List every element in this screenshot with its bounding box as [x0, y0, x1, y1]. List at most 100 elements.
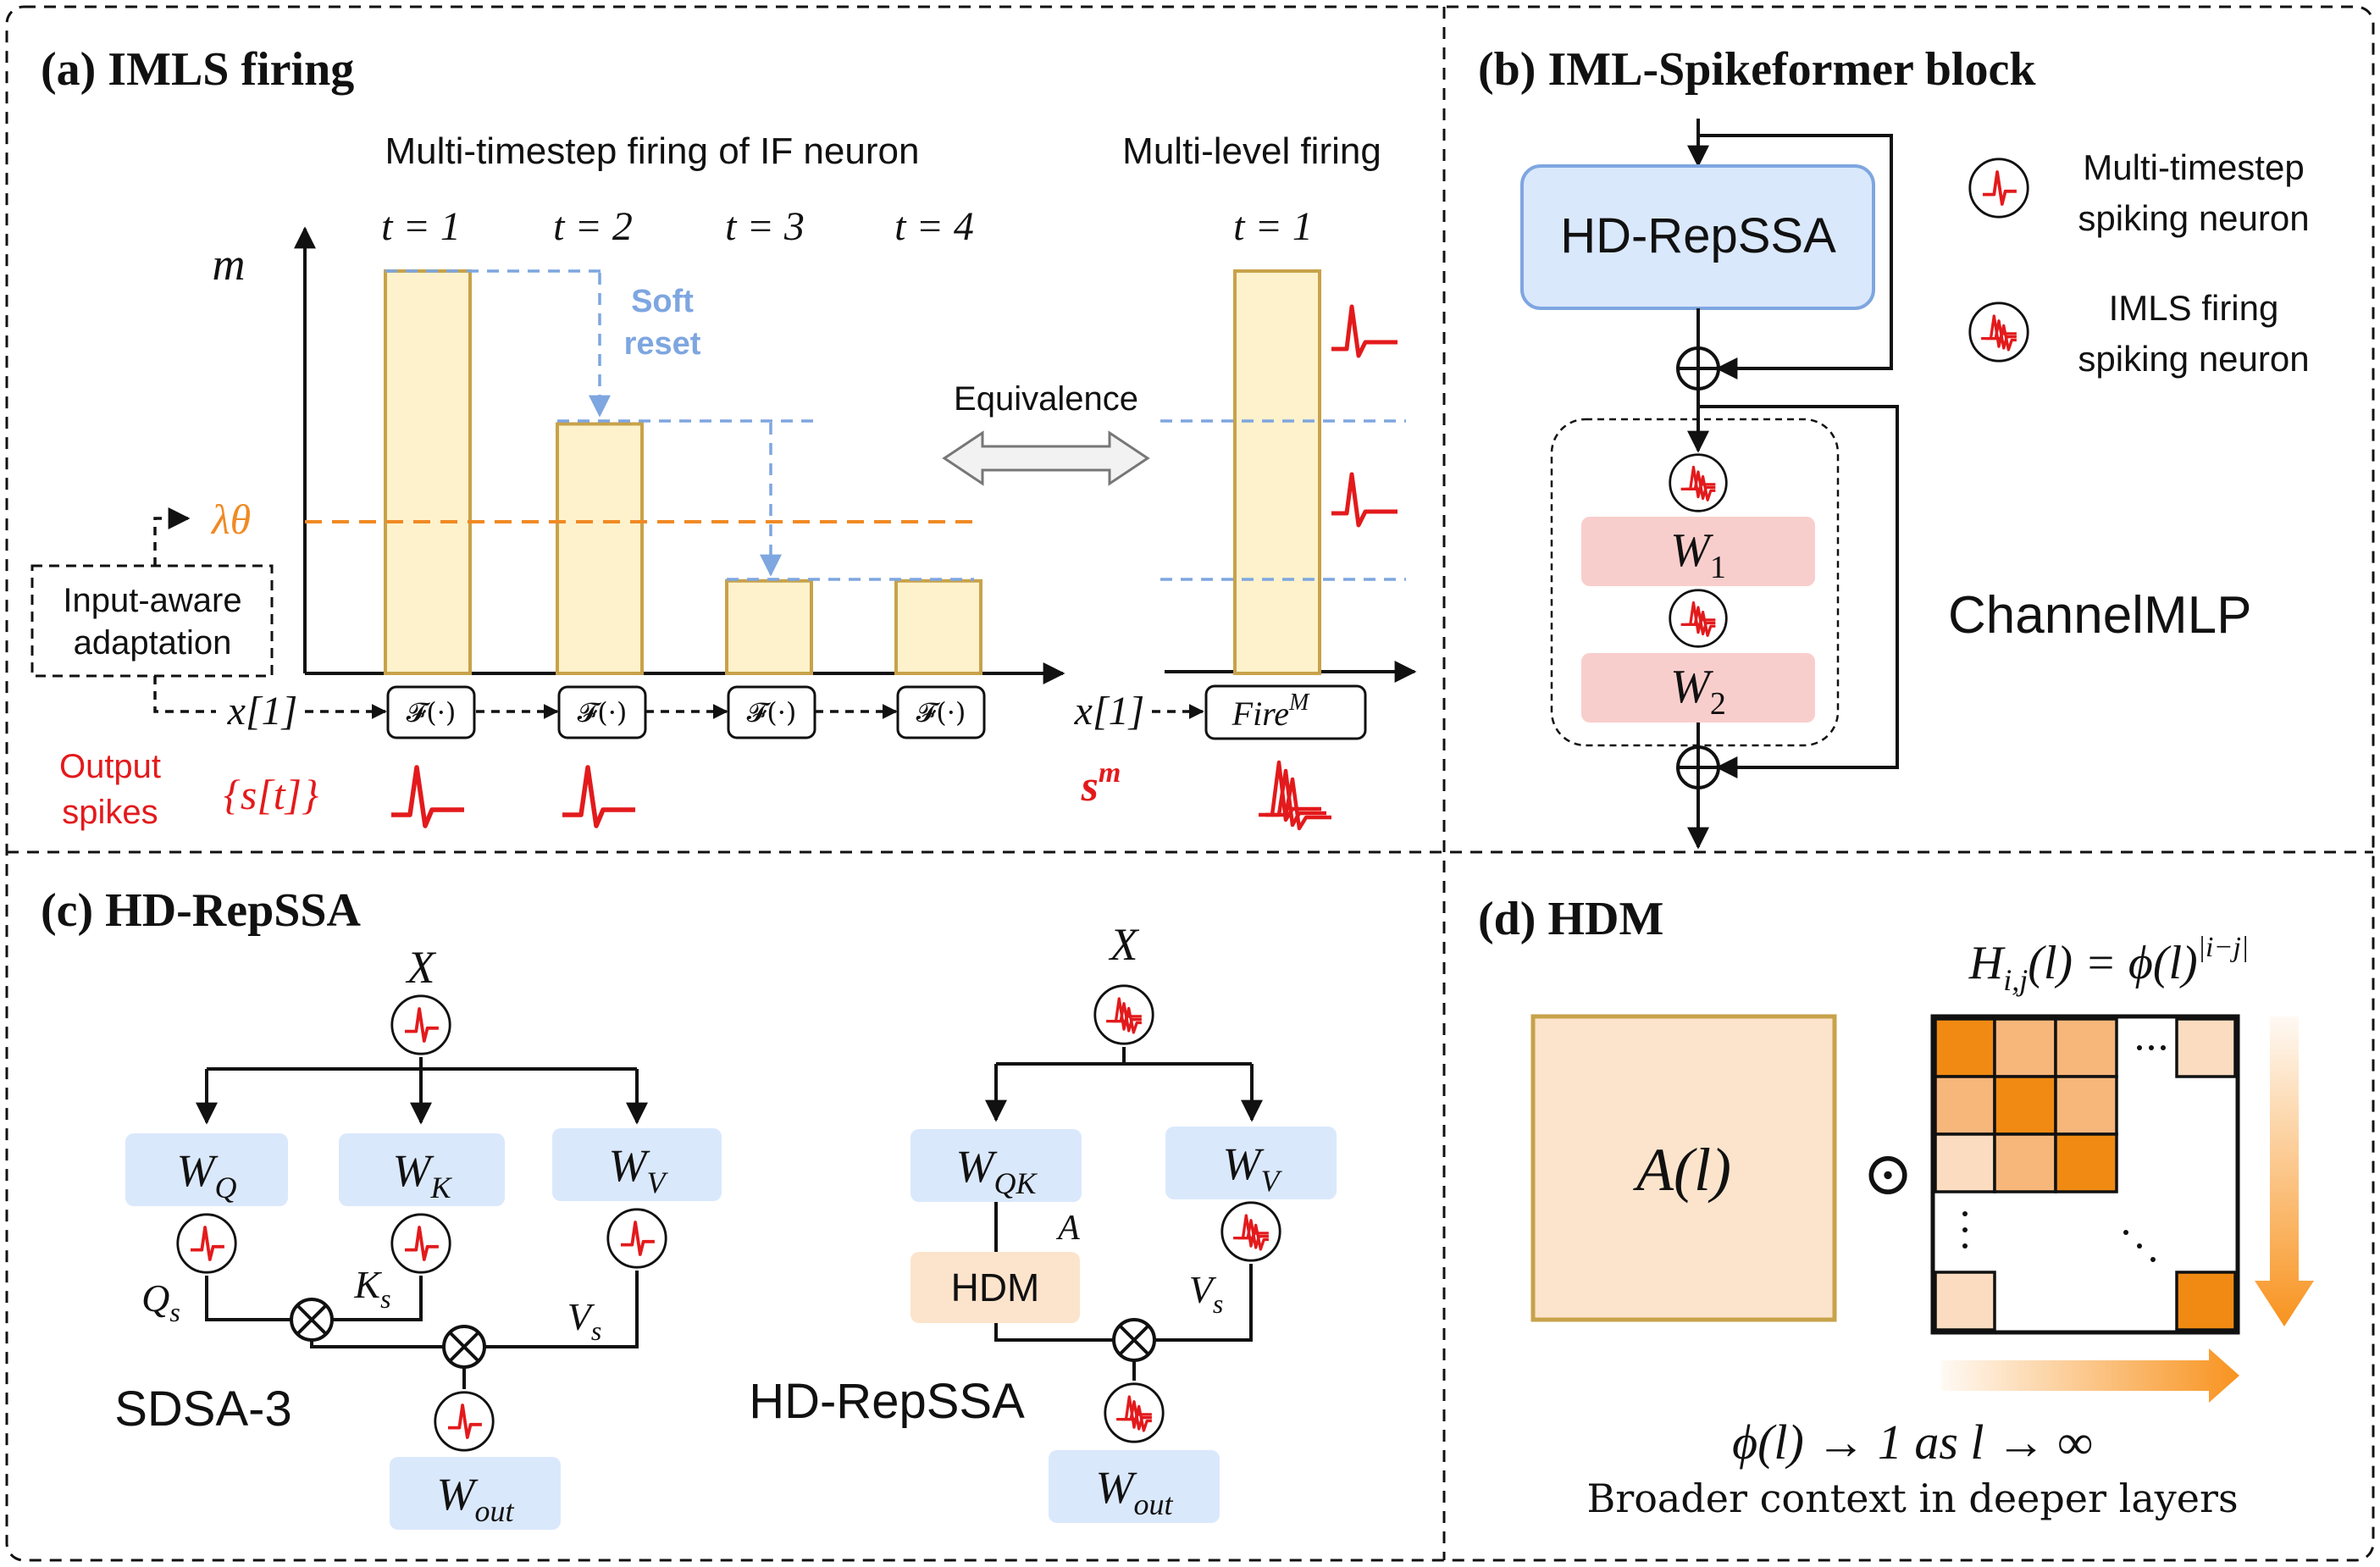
wv2-block	[1165, 1127, 1337, 1199]
w1-block	[1581, 517, 1815, 586]
single-spike-neuron-icon	[175, 1212, 238, 1275]
multi-level-spike-label: sm	[1081, 757, 1121, 811]
input-x1: x[1]	[227, 689, 298, 734]
f-block-label: 𝓕(·)	[747, 696, 797, 728]
adaptation-box	[30, 564, 274, 678]
panel-a: (a) IMLS firing Multi-timestep firing of…	[30, 43, 1417, 831]
single-spike-neuron-icon	[606, 1207, 668, 1270]
fire-block-label: FireM	[1232, 689, 1310, 733]
membrane-bars	[384, 269, 1321, 675]
multi-timestep-caption: Multi-timestep firing of IF neuron	[385, 130, 920, 172]
depth-gradient-arrow-down	[2255, 1016, 2314, 1326]
channel-mlp-label: ChannelMLP	[1948, 586, 2251, 645]
equivalence-arrow	[942, 430, 1150, 486]
hd-repssa-label: HD-RepSSA	[749, 1374, 1025, 1429]
hdm-block	[910, 1252, 1080, 1323]
multi-level-spikes	[1331, 304, 1398, 528]
vs2-label: Vs	[1189, 1268, 1224, 1319]
f-block	[557, 685, 647, 739]
panel-borders	[5, 5, 2375, 1562]
imls-neuron-icon	[1104, 1382, 1165, 1443]
wq-label: WQ	[177, 1145, 237, 1204]
imls-neuron-icon	[1669, 453, 1728, 512]
hdm-block-label: HDM	[951, 1265, 1040, 1310]
w2-label: W2	[1670, 661, 1726, 722]
wk-block	[339, 1133, 505, 1206]
wqk-label: WQK	[956, 1141, 1038, 1200]
sdsa3-label: SDSA-3	[114, 1382, 292, 1437]
single-spike-neuron-icon	[1968, 157, 2030, 219]
a-label: A	[1055, 1209, 1080, 1248]
output-spikes-label: spikes	[62, 794, 158, 831]
wout-block	[390, 1457, 561, 1530]
single-spike-neuron-icon	[433, 1390, 495, 1453]
wv-block	[552, 1128, 722, 1201]
legend-label: Multi-timestep	[2083, 147, 2304, 187]
ks-label: Ks	[353, 1263, 390, 1314]
residual-path	[1698, 134, 1893, 379]
panel-b-title: (b) IML-Spikeformer block	[1478, 43, 2036, 96]
qs-label: Qs	[141, 1276, 180, 1327]
multi-level-caption: Multi-level firing	[1122, 130, 1381, 172]
wout-label: Wout	[437, 1469, 515, 1528]
membrane-bar	[725, 579, 813, 675]
fire-block	[1204, 684, 1367, 740]
vs-label: Vs	[567, 1295, 602, 1346]
legend-label: spiking neuron	[2078, 198, 2309, 238]
w1-label: W1	[1670, 524, 1726, 585]
panel-a-title: (a) IMLS firing	[41, 43, 354, 96]
f-block	[727, 685, 816, 739]
wqk-block	[910, 1129, 1082, 1202]
soft-reset-label: Soft	[631, 284, 694, 319]
panel-c: (c) HD-RepSSA X WQ WK WV	[41, 884, 1337, 1530]
wk-label: WK	[393, 1145, 453, 1204]
panel-c-title: (c) HD-RepSSA	[41, 884, 362, 937]
multiply-node	[1112, 1318, 1156, 1362]
multiply-node	[290, 1298, 334, 1342]
multi-level-output-spike	[1259, 760, 1331, 831]
output-spikes-label: Output	[59, 748, 161, 785]
single-spike-neuron-icon	[390, 1212, 452, 1275]
wout2-block	[1049, 1450, 1220, 1523]
attention-matrix	[1530, 1014, 1837, 1322]
multi-spike-neuron-icon	[1968, 302, 2029, 363]
output-spikes	[391, 765, 635, 828]
multi-level-bar	[1233, 269, 1321, 675]
panel-b: (b) IML-Spikeformer block HD-RepSSA W1 W…	[1478, 43, 2310, 850]
input-x1-multi-level: x[1]	[1074, 689, 1145, 734]
membrane-bar	[894, 579, 982, 675]
f-block	[386, 685, 476, 739]
timestep-label: t = 1	[381, 204, 461, 249]
single-spike-neuron-icon	[390, 994, 452, 1056]
panel-d: (d) HDM Hi,j(l) = ϕ(l)|i−j| A(l) ⊙	[1478, 893, 2314, 1521]
threshold-label: λθ	[210, 496, 251, 543]
multiply-node	[442, 1325, 486, 1369]
timestep-label: t = 2	[553, 204, 633, 249]
limit-formula: ϕ(l) → 1 as l → ∞	[1732, 1415, 2093, 1470]
membrane-bar	[556, 422, 644, 675]
legend-label: IMLS firing	[2109, 288, 2279, 328]
split-path	[207, 1057, 637, 1071]
f-block	[896, 685, 986, 739]
adaptation-link	[153, 676, 216, 713]
timestep-label: t = 3	[725, 204, 805, 249]
f-block-label: 𝓕(·)	[407, 696, 457, 728]
legend-label: spiking neuron	[2078, 339, 2309, 379]
attention-paths	[994, 1264, 1253, 1381]
input-x: X	[406, 942, 437, 993]
hadamard-product-symbol: ⊙	[1862, 1138, 1913, 1209]
wv-label: WV	[609, 1140, 669, 1199]
f-block-label: 𝓕(·)	[578, 696, 628, 728]
attention-paths	[205, 1271, 639, 1389]
attention-matrix-label: A(l)	[1633, 1136, 1731, 1204]
split-path	[996, 1047, 1252, 1066]
hdm-caption: Broader context in deeper layers	[1586, 1476, 2238, 1521]
hdm-formula: Hi,j(l) = ϕ(l)|i−j|	[1968, 932, 2249, 997]
membrane-bar	[384, 269, 472, 675]
adaptation-label: Input-aware	[63, 582, 241, 619]
imls-neuron-icon	[1669, 589, 1728, 648]
adaptation-arrow	[153, 507, 191, 566]
residual-path	[1698, 405, 1899, 778]
f-block-label: 𝓕(·)	[916, 696, 966, 728]
